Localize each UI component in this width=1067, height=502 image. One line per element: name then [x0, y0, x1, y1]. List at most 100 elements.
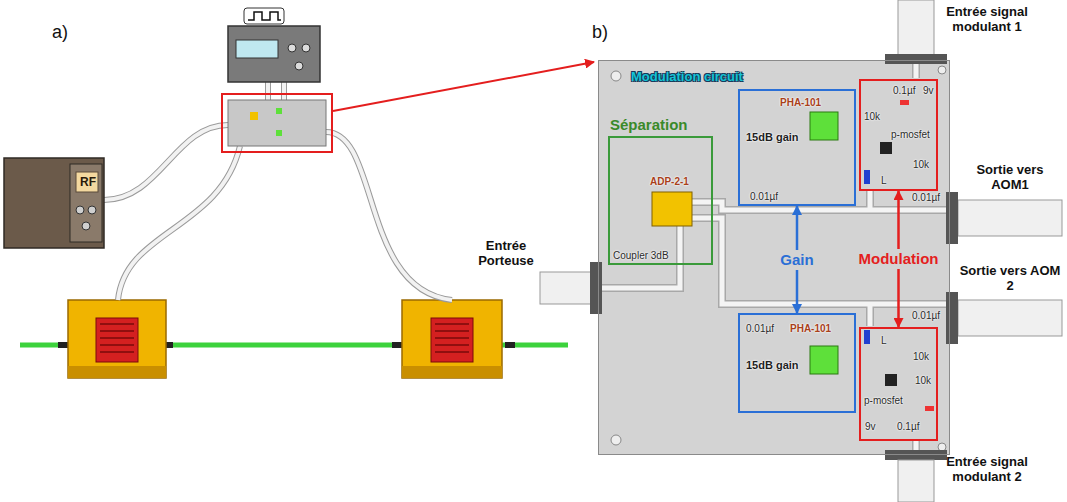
coil-windings [100, 324, 134, 352]
port-label: Sortie vers AOM 2 [958, 263, 1062, 293]
aom1-cable [118, 146, 240, 300]
sma-connector [540, 272, 592, 304]
square-wave-symbol [248, 12, 281, 20]
screw-hole [611, 71, 621, 81]
sma-connector [958, 300, 1062, 336]
rf-generator-face [70, 164, 102, 242]
component-label: 9v [923, 85, 934, 97]
knob [302, 44, 310, 52]
knob [88, 206, 96, 214]
mini-amplifier [276, 108, 282, 114]
mini-coupler [250, 112, 258, 120]
cable-outline [268, 82, 284, 100]
mini-amplifier [276, 130, 282, 136]
component-label: 10k [913, 159, 929, 171]
trace-outline [598, 64, 950, 450]
amplifier-chip [810, 346, 838, 374]
component-label: 0.1µf [897, 421, 919, 433]
component-label: 10k [864, 111, 880, 123]
component-label: Séparation [610, 116, 688, 134]
cable-outline [118, 146, 240, 300]
sma-connector [958, 200, 1062, 236]
capacitor-value: 0.01µf [912, 310, 940, 322]
rf-trace [598, 64, 950, 450]
aom2-cable [326, 132, 452, 300]
port-label: Sortie vers AOM1 [958, 162, 1062, 192]
edge-label: Modulation [856, 249, 942, 269]
screw-hole [611, 435, 621, 445]
port-label: Entrée Porteuse [470, 238, 542, 268]
screw-hole [938, 66, 946, 74]
sma-connector [898, 0, 934, 55]
component-label: PHA-101 [790, 323, 831, 335]
connector-flange [946, 292, 958, 344]
fiber-ferrule [392, 342, 402, 348]
component-label: Coupler 3dB [613, 250, 669, 262]
component-label: p-mosfet [891, 129, 930, 141]
component-label: 10k [915, 375, 931, 387]
port-label: Entrée signal modulant 1 [945, 4, 1029, 34]
component-label: 0.01µf [746, 323, 774, 335]
separation-box: SéparationADP-2-1Coupler 3dB [608, 136, 713, 265]
edge-label: Gain [777, 250, 816, 270]
component-label: 15dB gain [746, 131, 799, 144]
aom-housing [68, 300, 166, 378]
highlight-box [222, 94, 332, 152]
rf-generator [4, 158, 104, 248]
component-label: ADP-2-1 [650, 176, 689, 188]
inductor-symbol [864, 330, 870, 344]
connector-flange [946, 192, 958, 244]
component-label: p-mosfet [864, 395, 903, 407]
panel-letter: a) [52, 22, 68, 44]
component-label: PHA-101 [780, 97, 821, 109]
knob [288, 44, 296, 52]
mosfet-symbol [880, 142, 892, 154]
component-label: Modulation circuit [631, 69, 743, 85]
cable-outline [326, 132, 452, 300]
aom-coil [431, 318, 473, 362]
component-label: L [881, 175, 887, 187]
capacitor-symbol [925, 406, 934, 411]
rf-logo-plate [76, 172, 98, 192]
aom-side [402, 366, 502, 378]
component-label: L [881, 335, 887, 347]
knob [76, 206, 84, 214]
fiber-ferrule [505, 342, 515, 348]
aom-side [68, 366, 166, 378]
component-label: 9v [865, 421, 876, 433]
inductor-symbol [864, 170, 870, 184]
aom-coil [96, 318, 138, 362]
aom-housing [402, 300, 502, 378]
rf-cable [104, 125, 228, 200]
connector-flange [885, 450, 947, 460]
square-wave-badge [244, 8, 284, 24]
mosfet-symbol [885, 374, 897, 386]
signal-cable [268, 82, 284, 100]
capacitor-value: 0.01µf [912, 192, 940, 204]
board-ground [598, 60, 950, 455]
modulation-box: 10k 0.1µf 9v p-mosfet 10kL [859, 79, 938, 191]
amplifier-chip [810, 112, 838, 140]
gain-box: 0.01µf PHA-101 15dB gain [738, 313, 856, 413]
fiber-ferrule [58, 342, 68, 348]
screw-hole [938, 443, 946, 451]
knob [295, 62, 303, 70]
connector-flange [885, 54, 947, 64]
cable-outline [104, 125, 228, 200]
zoom-arrow [333, 62, 594, 111]
knob [82, 222, 90, 230]
panel-letter: b) [592, 22, 608, 44]
component-label: 0.1µf [893, 85, 915, 97]
modulation-box: L10k10kp-mosfet9v0.1µf [859, 327, 938, 441]
port-label: Entrée signal modulant 2 [945, 454, 1029, 484]
capacitor-symbol [900, 100, 909, 105]
generator-screen [236, 40, 278, 58]
component-label: 15dB gain [746, 359, 799, 372]
connector-flange [590, 262, 602, 314]
sma-connector [898, 460, 934, 502]
function-generator [228, 26, 320, 82]
gain-box: PHA-101 15dB gain 0.01µf [738, 89, 856, 206]
component-label: 0.01µf [750, 191, 778, 203]
